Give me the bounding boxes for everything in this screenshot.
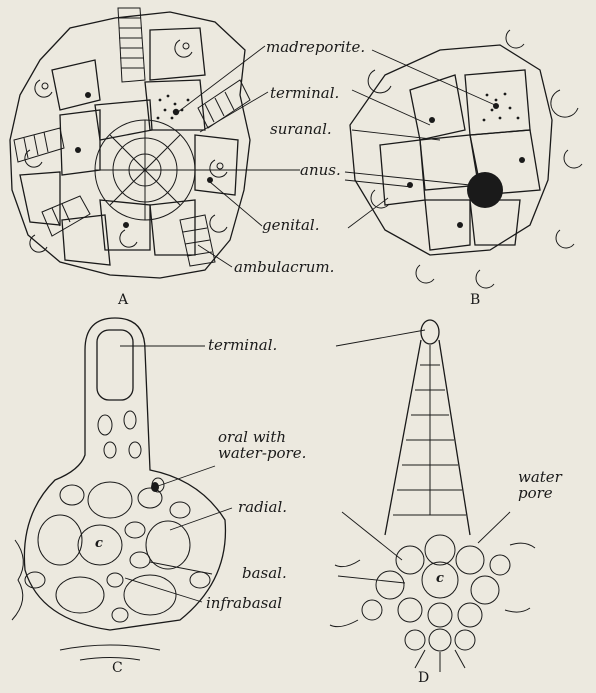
panel-label-d: D: [418, 670, 429, 686]
panel-label-a: A: [118, 292, 128, 308]
label-c-left: c: [95, 537, 103, 550]
label-radial: radial.: [238, 500, 287, 515]
label-suranal: suranal.: [270, 122, 332, 137]
label-ambulacrum: ambulacrum.: [234, 260, 334, 275]
panel-a-drawing: [10, 8, 250, 278]
label-genital: genital.: [262, 218, 319, 233]
label-oral-with-water-pore: oral with water-pore.: [218, 430, 306, 462]
label-anus: anus.: [300, 163, 341, 178]
label-c-right: c: [436, 572, 444, 585]
panel-c-drawing: [12, 318, 225, 660]
panel-label-b: B: [470, 292, 480, 308]
label-madreporite: madreporite.: [266, 40, 365, 55]
label-basal: basal.: [242, 566, 287, 581]
panel-label-c: C: [112, 660, 123, 676]
label-terminal-ab: terminal.: [270, 86, 339, 101]
label-water-pore: water pore: [518, 470, 562, 502]
label-terminal-cd: terminal.: [208, 338, 277, 353]
panel-b-drawing: [350, 30, 582, 288]
label-infrabasal: infrabasal: [206, 596, 282, 611]
panel-d-drawing: [330, 320, 535, 672]
